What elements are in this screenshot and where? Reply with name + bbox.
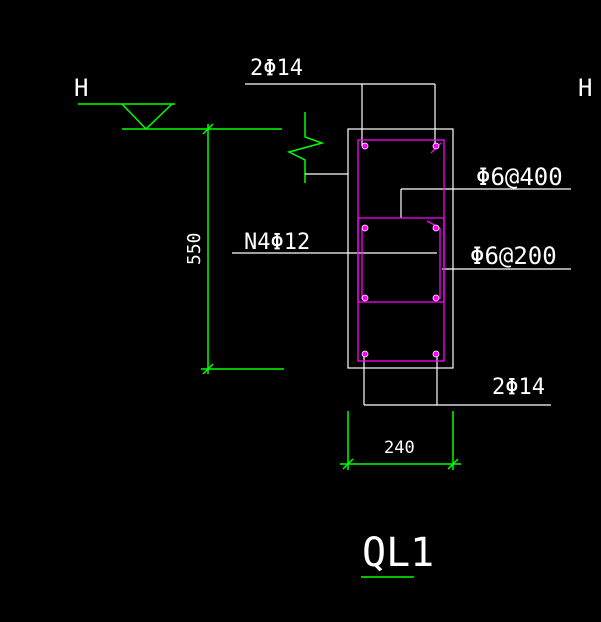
reinforcement <box>357 139 445 362</box>
beam-outline <box>232 83 571 406</box>
level-symbol <box>78 103 282 131</box>
level-mark-left: H <box>74 74 88 102</box>
top-bars-label: 2Φ14 <box>250 56 303 81</box>
side-bars-label: N4Φ12 <box>244 230 310 255</box>
rebar-dots <box>361 142 440 358</box>
height-dimension <box>201 123 284 375</box>
width-dimension <box>340 411 461 470</box>
stirrup-outer-label: Φ6@400 <box>476 163 563 191</box>
break-line <box>286 112 325 183</box>
bottom-bars-label: 2Φ14 <box>492 375 545 400</box>
level-mark-right: H <box>578 74 592 102</box>
stirrup-inner-label: Φ6@200 <box>470 242 557 270</box>
section-title: QL1 <box>362 530 434 576</box>
width-dim-label: 240 <box>384 438 415 458</box>
inner-stirrup <box>357 217 445 303</box>
height-dim-label: 550 <box>184 232 205 265</box>
